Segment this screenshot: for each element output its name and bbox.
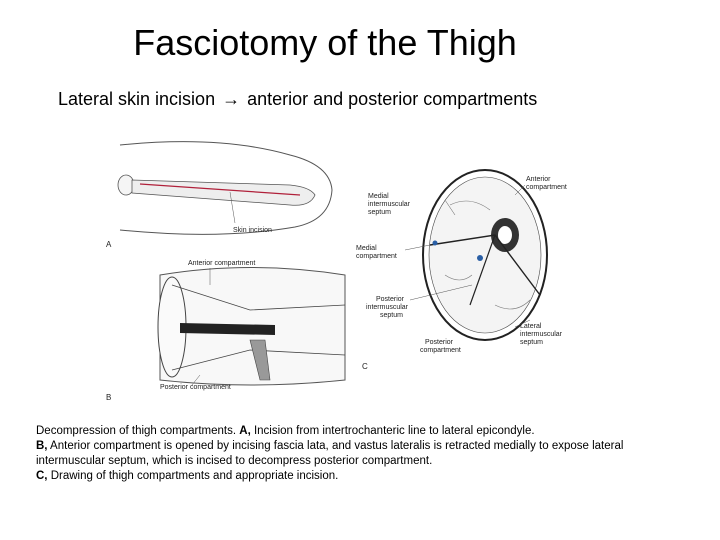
figure-caption: Decompression of thigh compartments. A, … — [36, 424, 676, 484]
caption-line-b: B, Anterior compartment is opened by inc… — [36, 439, 676, 469]
label-lateral-septum-2: intermuscular — [520, 331, 563, 338]
subtitle-part-2: anterior and posterior compartments — [247, 89, 538, 109]
label-posterior-septum-2: intermuscular — [366, 304, 409, 311]
caption-c-marker: C, — [36, 470, 48, 482]
label-anterior-compartment-b: Anterior compartment — [188, 260, 255, 267]
label-medial-septum-2: intermuscular — [368, 201, 411, 208]
panel-letter-b: B — [106, 393, 111, 400]
caption-c-text: Drawing of thigh compartments and approp… — [47, 470, 339, 482]
label-medial-compartment-2: compartment — [356, 253, 397, 260]
panel-b-drawing — [157, 267, 346, 386]
thigh-fasciotomy-illustration: Skin incision A Anterior compartment Pos… — [100, 135, 590, 400]
panel-letter-a: A — [106, 240, 112, 249]
label-lateral-septum-3: septum — [520, 339, 543, 346]
caption-b-text: Anterior compartment is opened by incisi… — [36, 440, 624, 467]
label-posterior-septum-3: septum — [380, 312, 403, 319]
panel-letter-c: C — [362, 362, 368, 371]
label-skin-incision: Skin incision — [233, 227, 272, 234]
arrow-right-icon: → — [222, 89, 241, 109]
caption-a-marker: A, — [239, 425, 251, 437]
caption-line-c: C, Drawing of thigh compartments and app… — [36, 469, 676, 484]
caption-line-a: Decompression of thigh compartments. A, … — [36, 424, 676, 439]
label-posterior-septum-1: Posterior — [376, 296, 405, 303]
slide-title: Fasciotomy of the Thigh — [133, 22, 517, 63]
label-posterior-compartment-c-2: compartment — [420, 347, 461, 354]
slide-subtitle: Lateral skin incision → anterior and pos… — [58, 89, 537, 110]
panel-a-drawing — [117, 141, 333, 235]
label-medial-septum-1: Medial — [368, 193, 389, 200]
label-posterior-compartment-b: Posterior compartment — [160, 384, 231, 391]
subtitle-part-1: Lateral skin incision — [58, 89, 216, 109]
label-medial-compartment-1: Medial — [356, 245, 377, 252]
caption-intro: Decompression of thigh compartments. — [36, 425, 240, 437]
caption-b-marker: B, — [36, 440, 48, 452]
label-anterior-compartment-c-2: compartment — [526, 184, 567, 191]
label-lateral-septum-1: Lateral — [520, 323, 542, 330]
label-anterior-compartment-c-1: Anterior — [526, 176, 551, 183]
label-posterior-compartment-c-1: Posterior — [425, 339, 454, 346]
caption-a-text: Incision from intertrochanteric line to … — [250, 425, 535, 437]
illustration-svg: Skin incision A Anterior compartment Pos… — [106, 141, 567, 400]
label-medial-septum-3: septum — [368, 209, 391, 216]
panel-c-drawing — [404, 169, 548, 341]
